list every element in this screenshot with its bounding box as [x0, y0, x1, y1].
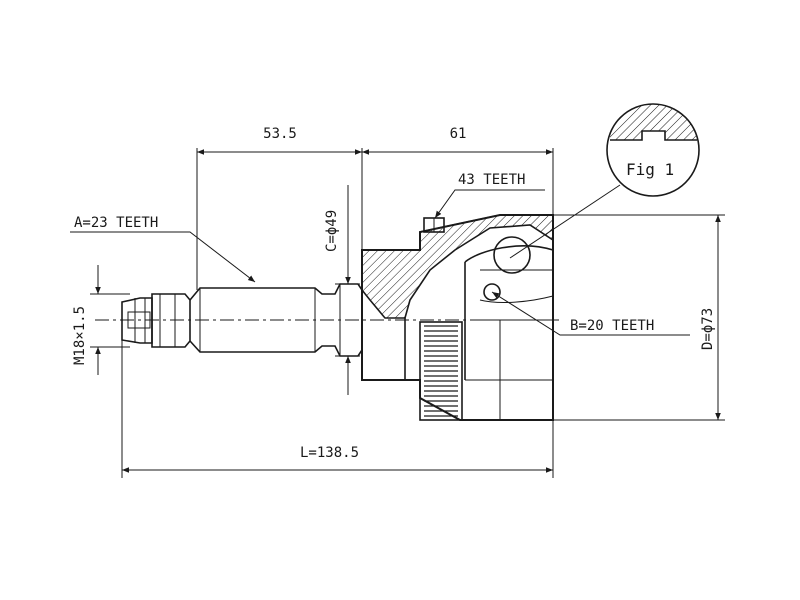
dim-label-c: C=ϕ49 — [324, 210, 340, 252]
dim-label-61: 61 — [450, 126, 467, 142]
dim-label-d: D=ϕ73 — [700, 308, 716, 350]
bell-housing — [361, 214, 554, 421]
fig1-detail — [606, 103, 700, 197]
label-b-teeth: B=20 TEETH — [570, 318, 654, 334]
label-a-teeth: A=23 TEETH — [74, 215, 158, 231]
leader-b — [491, 291, 690, 336]
dim-label-thread: M18×1.5 — [72, 306, 88, 365]
label-fig1: Fig 1 — [626, 160, 674, 179]
label-43-teeth: 43 TEETH — [458, 172, 525, 188]
dim-label-total: L=138.5 — [300, 445, 359, 461]
leader-a — [70, 231, 256, 283]
leader-43 — [434, 189, 545, 219]
leader-fig1 — [509, 184, 621, 259]
abs-ring — [419, 321, 463, 421]
dim-label-53-5: 53.5 — [263, 126, 297, 142]
tooth-tab — [423, 217, 445, 233]
ball — [493, 236, 531, 274]
